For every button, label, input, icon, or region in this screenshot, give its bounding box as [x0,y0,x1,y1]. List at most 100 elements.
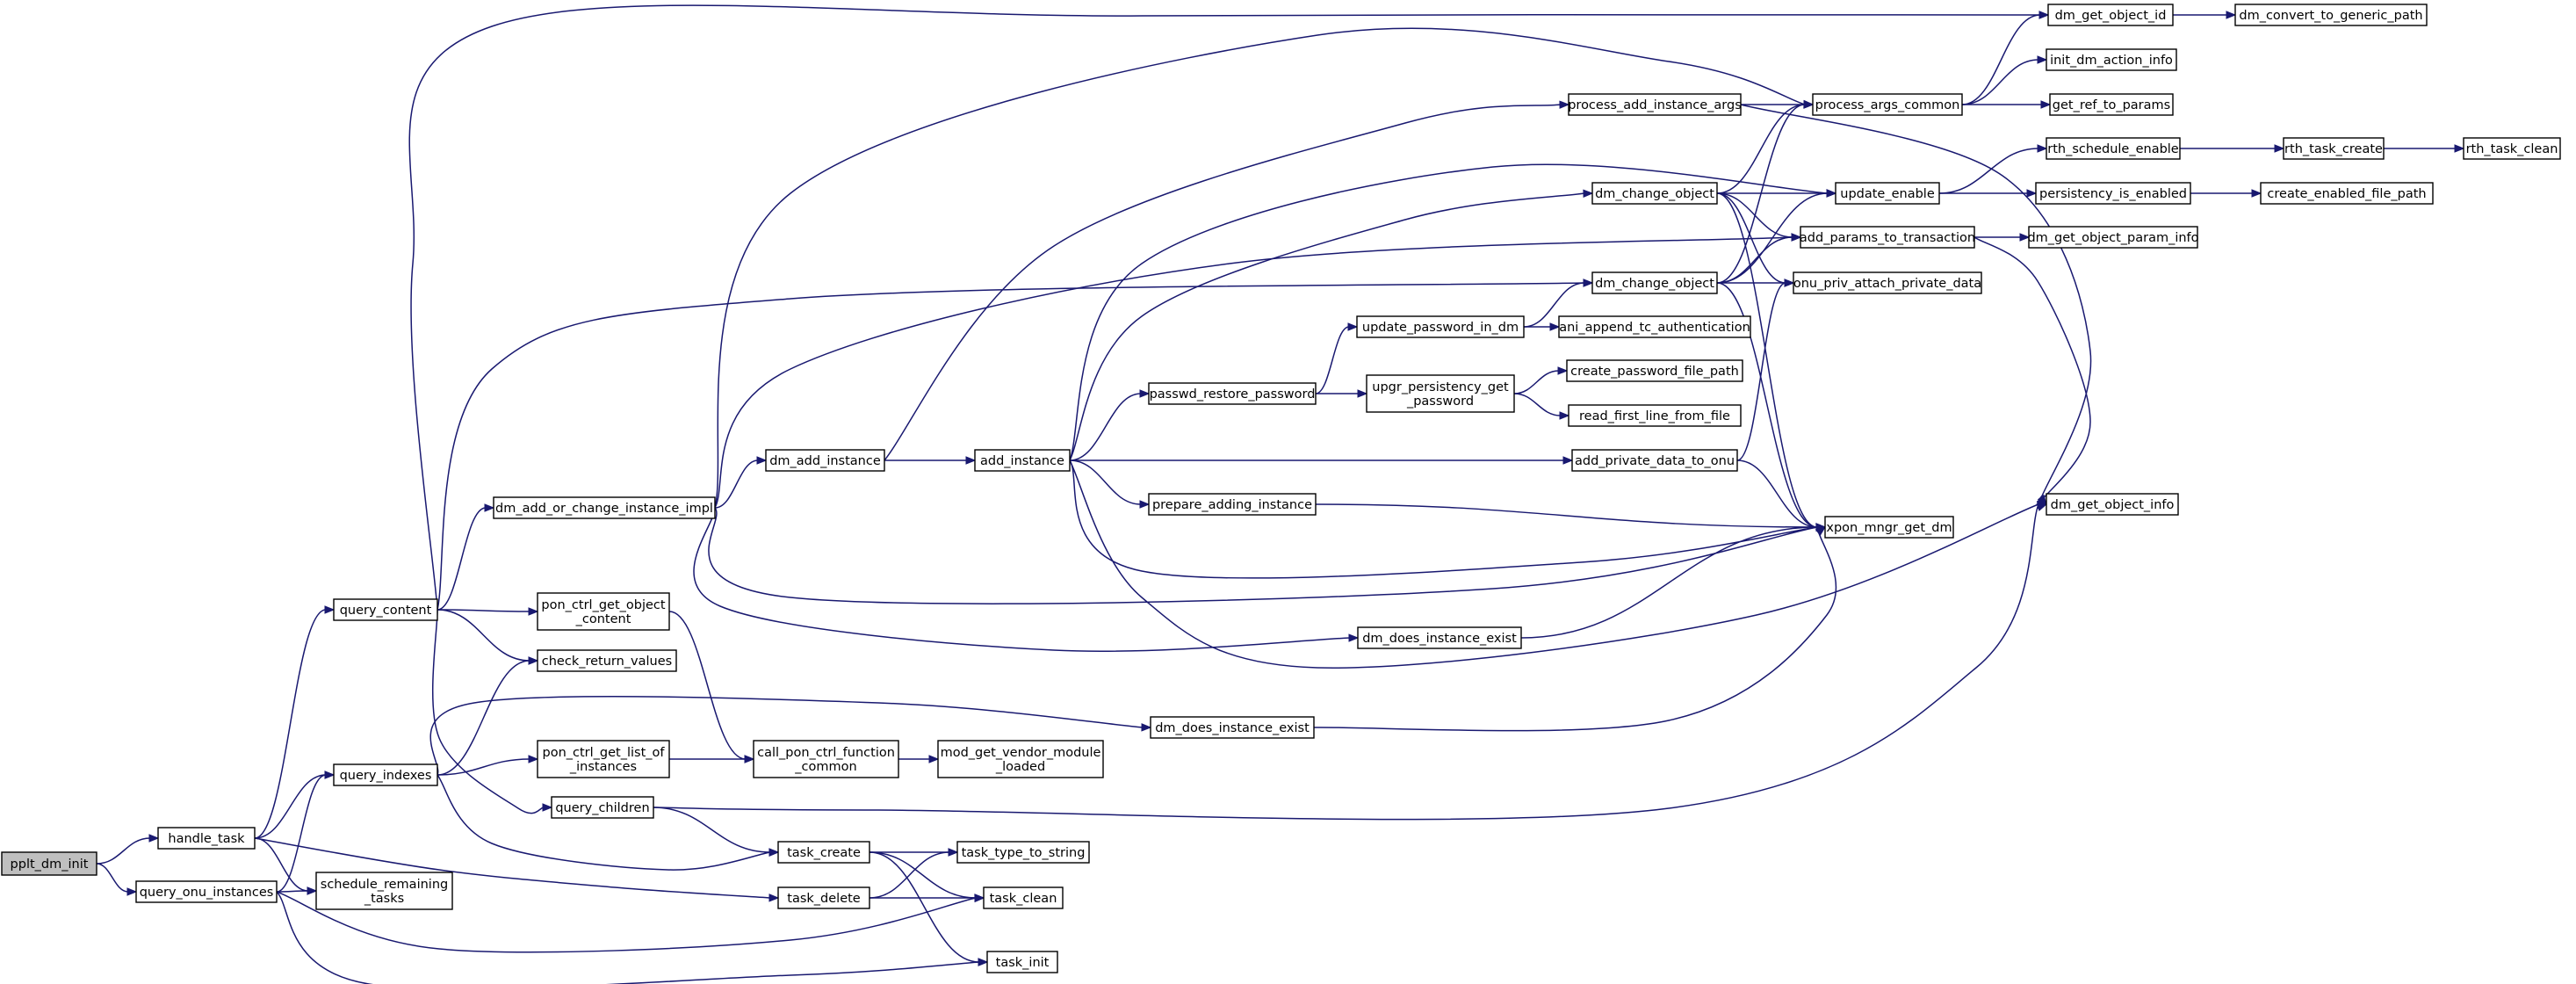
node-add-instance[interactable]: add_instance [974,449,1071,472]
node-box [2046,48,2177,71]
edge-line [437,609,530,662]
node-query-indexes[interactable]: query_indexes [333,763,438,786]
node-box [765,449,885,472]
node-add-private-data-to-onu[interactable]: add_private_data_to_onu [1571,449,1738,472]
node-schedule-remaining-tasks[interactable]: schedule_remaining_tasks [315,872,453,910]
edge-line [1961,59,2039,105]
node-label: pon_ctrl_get_list_of [543,746,666,760]
node-dm-does-instance-exist-2[interactable]: dm_does_instance_exist [1150,716,1315,739]
edge-pplt_dm_init-to-query_onu_instances [96,863,138,896]
node-ani-append-tc-authentication[interactable]: ani_append_tc_authentication [1558,315,1751,338]
node-pplt-dm-init[interactable]: pplt_dm_init [1,851,97,876]
node-init-dm-action-info[interactable]: init_dm_action_info [2046,48,2177,71]
node-dm-get-object-info[interactable]: dm_get_object_info [2046,493,2179,516]
edge-line [1520,526,1818,639]
edge-line [1069,459,2039,669]
node-dm-get-object-id[interactable]: dm_get_object_id [2047,4,2174,26]
node-xpon-mngr-get-dm[interactable]: xpon_mngr_get_dm [1824,516,1954,539]
node-create-password-file-path[interactable]: create_password_file_path [1566,359,1743,382]
edge-line [437,758,530,776]
edge-arrowhead [2038,11,2050,19]
edge-update_enable-to-rth_schedule_enable [1938,144,2048,194]
edge-line [254,609,327,839]
node-read-first-line-from-file[interactable]: read_first_line_from_file [1568,404,1742,427]
edge-arrowhead [744,755,755,763]
node-check-return-values[interactable]: check_return_values [537,649,677,672]
node-box [1835,182,1940,205]
node-query-onu-instances[interactable]: query_onu_instances [135,880,278,903]
node-dm-change-object-2[interactable]: dm_change_object [1591,271,1718,294]
node-label: xpon_mngr_get_dm [1826,521,1952,535]
node-label: create_enabled_file_path [2267,187,2426,201]
edge-query_indexes-to-dm_does_instance_exist_2 [429,696,1152,776]
node-pon-ctrl-get-list-of-instances[interactable]: pon_ctrl_get_list_of_instances [537,740,670,778]
node-process-args-common[interactable]: process_args_common [1812,93,1963,116]
edge-arrowhead [324,605,336,614]
node-task-type-to-string[interactable]: task_type_to_string [956,841,1090,864]
node-update-password-in-dm[interactable]: update_password_in_dm [1356,315,1525,338]
node-dm-convert-to-generic-path[interactable]: dm_convert_to_generic_path [2234,4,2428,26]
edge-line [1513,393,1562,416]
edge-line [254,837,771,899]
edge-line [437,660,530,776]
node-handle-task[interactable]: handle_task [157,827,256,850]
edge-task_create-to-task_init [869,851,989,966]
node-create-enabled-file-path[interactable]: create_enabled_file_path [2260,182,2434,205]
edge-arrowhead [1803,100,1815,109]
edge-arrowhead [2026,189,2038,198]
edge-arrowhead [1557,366,1569,375]
edge-line [653,807,771,853]
node-upgr-persistency-get-password[interactable]: upgr_persistency_get_password [1366,374,1515,413]
node-update-enable[interactable]: update_enable [1835,182,1940,205]
node-add-params-to-transaction[interactable]: add_params_to_transaction [1800,226,1975,249]
node-dm-does-instance-exist-1[interactable]: dm_does_instance_exist [1357,626,1522,649]
node-label: _password [1406,394,1474,409]
node-persistency-is-enabled[interactable]: persistency_is_enabled [2035,182,2191,205]
node-task-create[interactable]: task_create [777,841,870,864]
edge-update_password_in_dm-to-dm_change_object_2 [1523,279,1594,328]
edge-arrowhead [126,887,138,896]
node-box [1568,404,1742,427]
node-mod-get-vendor-module-loaded[interactable]: mod_get_vendor_module_loaded [937,740,1104,778]
edge-dm_get_object_id-to-dm_convert_to_generic_path [2173,11,2237,19]
edge-arrowhead [1357,389,1368,398]
node-dm-add-instance[interactable]: dm_add_instance [765,449,885,472]
node-task-clean[interactable]: task_clean [983,886,1064,909]
node-get-ref-to-params[interactable]: get_ref_to_params [2049,93,2174,116]
node-rth-task-clean[interactable]: rth_task_clean [2463,137,2561,160]
node-task-delete[interactable]: task_delete [777,886,870,909]
edge-pon_ctrl_get_list_of_instances-to-call_pon_ctrl_function_common [668,755,755,763]
edge-arrowhead [324,771,336,779]
node-call-pon-ctrl-function-common[interactable]: call_pon_ctrl_function_common [753,740,899,778]
edge-add_params_to_transaction-to-dm_get_object_param_info [1974,233,2031,242]
edge-arrowhead [768,894,780,902]
node-box [333,763,438,786]
node-process-add-instance-args[interactable]: process_add_instance_args [1568,93,1742,116]
node-box [2028,226,2198,249]
edge-pplt_dm_init-to-handle_task [96,834,160,865]
node-query-children[interactable]: query_children [551,796,654,819]
node-rth-schedule-enable[interactable]: rth_schedule_enable [2046,137,2181,160]
edge-arrowhead [307,886,318,895]
node-box [753,740,899,778]
node-pon-ctrl-get-object-content[interactable]: pon_ctrl_get_object_content [537,592,670,631]
edge-dm_add_instance-to-add_instance [884,456,977,465]
node-dm-get-object-param-info[interactable]: dm_get_object_param_info [2027,226,2199,249]
node-dm-add-or-change-instance-impl[interactable]: dm_add_or_change_instance_impl [493,496,716,519]
node-dm-change-object-1[interactable]: dm_change_object [1591,182,1718,205]
node-rth-task-create[interactable]: rth_task_create [2283,137,2385,160]
edge-arrowhead [1559,411,1570,420]
edge-task_delete-to-task_clean [869,894,985,902]
edge-line [668,611,747,760]
node-prepare-adding-instance[interactable]: prepare_adding_instance [1148,493,1317,516]
node-passwd-restore-password[interactable]: passwd_restore_password [1148,382,1317,405]
node-label: dm_does_instance_exist [1362,632,1517,646]
edge-dm_change_object_2-to-process_args_common [1716,100,1815,284]
node-query-content[interactable]: query_content [333,598,438,621]
edge-handle_task-to-query_content [254,605,336,839]
edge-add_instance-to-passwd_restore_password [1069,389,1151,461]
node-task-init[interactable]: task_init [986,951,1058,973]
node-label: onu_priv_attach_private_data [1793,277,1981,291]
node-onu-priv-attach-private-data[interactable]: onu_priv_attach_private_data [1793,271,1982,294]
node-label: persistency_is_enabled [2039,187,2187,201]
